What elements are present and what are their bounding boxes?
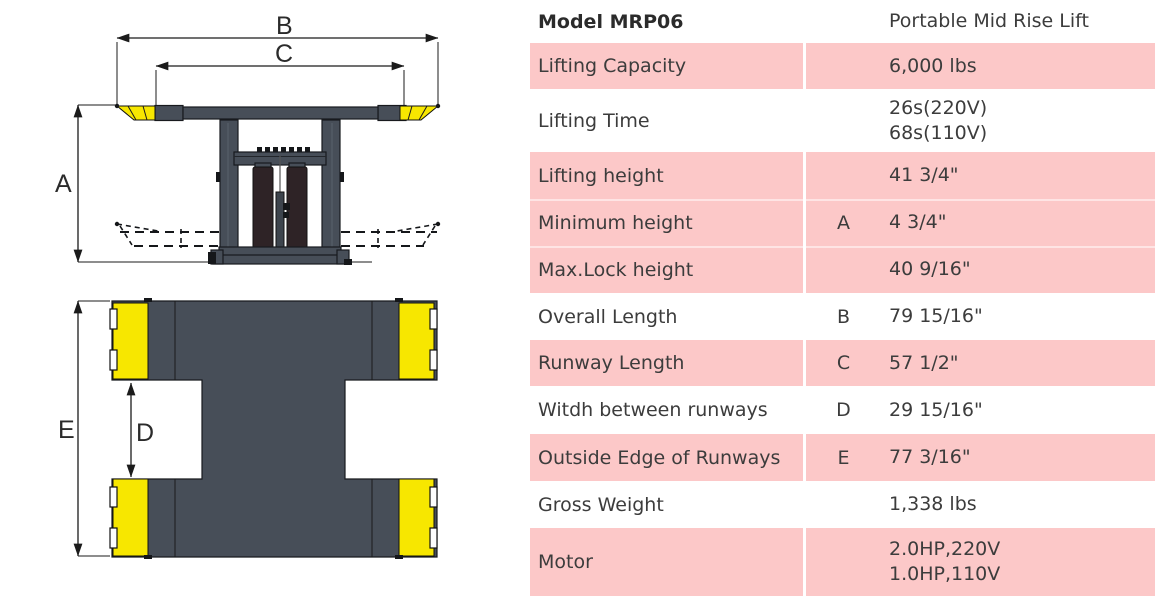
spec-label: Minimum height — [530, 199, 806, 246]
platform — [114, 103, 441, 122]
spec-label: Lifting Time — [530, 89, 806, 152]
dim-label-e: E — [58, 416, 75, 444]
dimension-b: B — [116, 12, 439, 105]
spec-label: Gross Weight — [530, 481, 806, 528]
spec-row-minimum-height: Minimum height A 4 3/4" — [530, 199, 1155, 246]
dim-label-d: D — [136, 419, 154, 447]
spec-letter: D — [836, 399, 851, 421]
spec-row-outside-edge: Outside Edge of Runways E 77 3/16" — [530, 434, 1155, 481]
spec-value: 57 1/2" — [889, 351, 959, 374]
top-view: E D — [58, 298, 438, 559]
spec-label: Lifting Capacity — [530, 43, 806, 89]
dim-label-a: A — [55, 170, 72, 198]
product-name: Portable Mid Rise Lift — [889, 10, 1089, 33]
pad-top-left — [112, 302, 149, 380]
spec-label: Max.Lock height — [530, 246, 806, 293]
lift-column — [208, 119, 352, 265]
spec-label: Motor — [530, 528, 806, 596]
post-right — [321, 119, 341, 261]
dim-label-c: C — [275, 40, 293, 68]
post-left — [219, 119, 239, 261]
spec-label: Outside Edge of Runways — [530, 434, 806, 481]
hydraulic-cylinder-left — [252, 162, 274, 255]
spec-value: 1,338 lbs — [889, 493, 977, 516]
spec-letter: E — [837, 446, 850, 469]
spec-label: Witdh between runways — [530, 386, 806, 434]
spec-header-row: Model MRP06 Portable Mid Rise Lift — [530, 0, 1155, 43]
runways-top-view — [111, 300, 438, 558]
spec-row-width-between-runways: Witdh between runways D 29 15/16" — [530, 386, 1155, 434]
spec-row-overall-length: Overall Length B 79 15/16" — [530, 293, 1155, 340]
spec-value: 40 9/16" — [889, 258, 971, 281]
spec-row-runway-length: Runway Length C 57 1/2" — [530, 340, 1155, 386]
dimension-d: D — [126, 382, 154, 478]
spec-label: Runway Length — [530, 340, 806, 386]
spec-label: Overall Length — [530, 293, 806, 340]
spec-row-lifting-time: Lifting Time 26s(220V) 68s(110V) — [530, 89, 1155, 152]
spec-value: 79 15/16" — [889, 305, 983, 328]
lowered-position-dashed — [114, 221, 441, 248]
spec-value: 4 3/4" — [889, 211, 947, 234]
pad-top-right — [398, 302, 435, 380]
spec-letter: A — [837, 211, 850, 234]
front-view: B C A — [55, 12, 441, 265]
spec-value: 41 3/4" — [889, 164, 959, 187]
spec-label: Lifting height — [530, 152, 806, 199]
spec-row-lifting-height: Lifting height 41 3/4" — [530, 152, 1155, 199]
runway-deck — [182, 106, 379, 120]
dim-label-b: B — [276, 12, 293, 40]
approach-ramp-right — [399, 105, 440, 121]
spec-value: 26s(220V) 68s(110V) — [889, 96, 988, 144]
spec-value: 29 15/16" — [889, 398, 983, 421]
base-frame — [208, 246, 352, 265]
spec-letter: C — [836, 352, 851, 374]
dimension-c: C — [155, 40, 405, 107]
spec-table: Model MRP06 Portable Mid Rise Lift Lifti… — [530, 0, 1155, 596]
pad-bottom-left — [112, 478, 149, 557]
spec-row-gross-weight: Gross Weight 1,338 lbs — [530, 481, 1155, 528]
approach-ramp-left — [115, 105, 156, 121]
spec-value: 6,000 lbs — [889, 54, 977, 77]
runway-end-left — [154, 104, 184, 122]
spec-letter: B — [836, 305, 851, 328]
pad-bottom-right — [398, 478, 435, 557]
spec-value: 77 3/16" — [889, 446, 971, 469]
dimension-e: E — [58, 300, 110, 557]
spec-row-motor: Motor 2.0HP,220V 1.0HP,110V — [530, 528, 1155, 596]
ramp-clips — [109, 308, 438, 549]
spec-row-max-lock-height: Max.Lock height 40 9/16" — [530, 246, 1155, 293]
spec-value: 2.0HP,220V 1.0HP,110V — [889, 538, 1001, 585]
spec-row-lifting-capacity: Lifting Capacity 6,000 lbs — [530, 43, 1155, 89]
model-name: Model MRP06 — [530, 0, 806, 43]
lift-diagram: B C A — [55, 12, 441, 559]
